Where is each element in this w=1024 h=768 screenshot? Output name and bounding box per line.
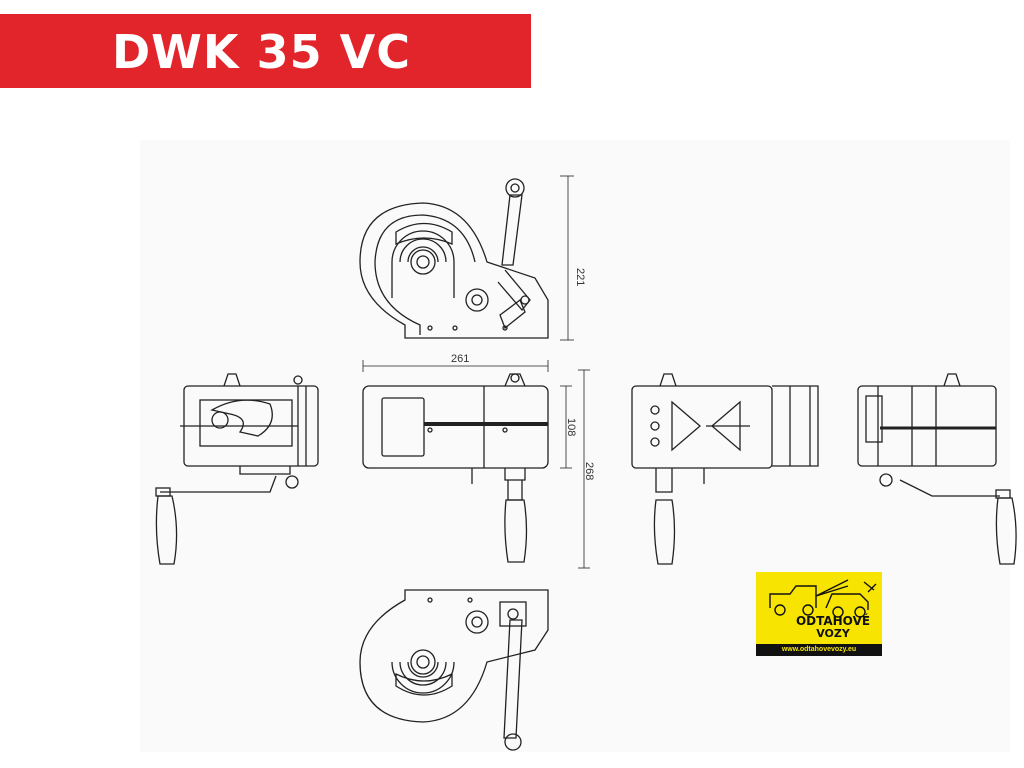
dimension-label-width-front: 261	[451, 353, 469, 365]
logo-text-line1: ODTAHOVÉ	[795, 614, 871, 628]
right-view	[631, 373, 819, 565]
tow-truck-icon	[769, 579, 877, 618]
odtahove-vozy-logo: ODTAHOVÉ VOZY www.odtahovevozy.eu	[756, 572, 882, 656]
dimension-height-top	[560, 175, 574, 341]
logo-text-line2: VOZY	[816, 627, 850, 640]
dimension-label-depth: 108	[565, 418, 577, 436]
page-title: DWK 35 VC	[112, 25, 411, 79]
logo-url-strip	[756, 644, 882, 656]
side-view-top	[359, 178, 549, 339]
side-view-bottom	[359, 589, 549, 751]
far-right-view	[857, 373, 1017, 565]
dimension-label-height-top: 221	[574, 268, 586, 286]
dimension-label-height-total: 268	[583, 462, 595, 480]
dimension-depth	[560, 369, 590, 569]
left-view	[155, 373, 319, 565]
front-view	[362, 373, 549, 563]
title-banner: DWK 35 VC	[0, 14, 531, 88]
logo-url: www.odtahovevozy.eu	[781, 646, 857, 653]
dimension-width-front	[362, 360, 549, 372]
